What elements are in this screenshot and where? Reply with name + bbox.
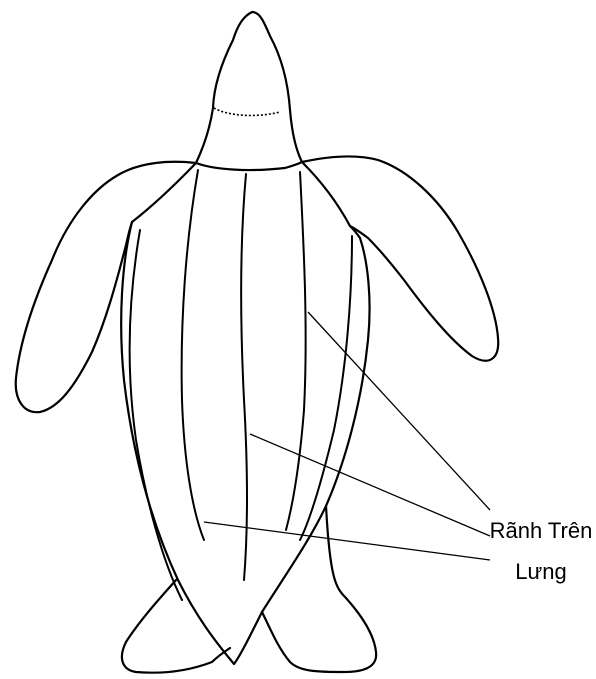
leader-line-center-ridge (250, 434, 490, 536)
carapace-top-edge (196, 162, 302, 170)
ridge-outer-right (300, 236, 352, 540)
turtle-head-outline (213, 12, 302, 162)
dorsal-ridge-label-line1: Rãnh Trên (486, 516, 596, 546)
right-rear-flipper (262, 506, 376, 672)
left-rear-flipper (122, 580, 230, 673)
ridge-outer-left (130, 230, 182, 600)
ridge-center (241, 174, 247, 580)
left-front-flipper (16, 162, 196, 412)
neck-collar-line (214, 108, 280, 115)
dorsal-ridge-label-line2: Lưng (486, 557, 596, 587)
ridge-inner-left (182, 170, 204, 540)
ridge-inner-right (286, 172, 306, 530)
turtle-head-left-side (196, 108, 213, 163)
right-front-flipper (302, 156, 498, 360)
